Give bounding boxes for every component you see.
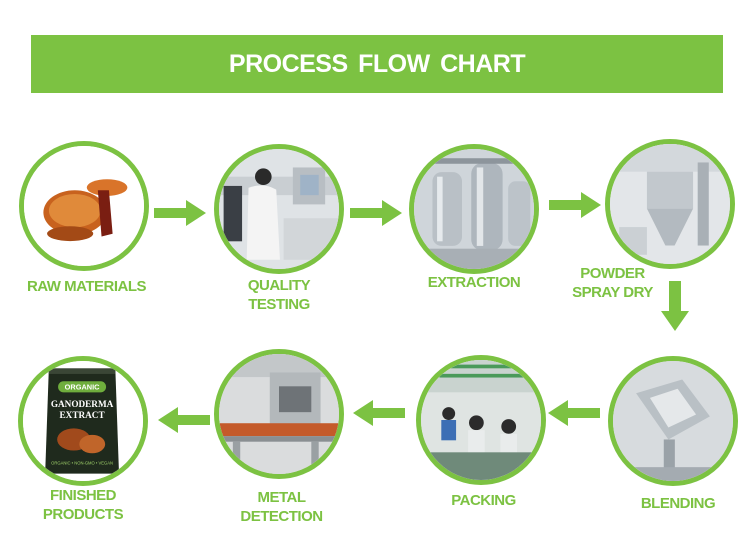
arrow-left-icon [548,400,600,426]
arrow-left-icon [158,407,210,433]
pouch-badge: ORGANIC [65,383,101,392]
metal-detection-photo [214,349,344,479]
step-label-metal-detection: METAL DETECTION [240,489,323,525]
metal-detector-icon [219,354,339,474]
spray-dryer-icon [610,144,730,264]
raw-materials-photo [19,141,149,271]
packing-workers-icon [421,360,541,480]
title-banner: PROCESS FLOW CHART [31,35,723,93]
finished-products-photo: ORGANIC GANODERMA EXTRACT ORGANIC • NON-… [18,356,148,486]
step-label-raw-materials: RAW MATERIALS [26,278,147,295]
step-label-blending: BLENDING [640,495,716,512]
arrow-right-icon [350,200,402,226]
step-label-packing: PACKING [451,492,516,509]
extraction-tanks-icon [414,149,534,269]
product-pouch-icon: ORGANIC GANODERMA EXTRACT ORGANIC • NON-… [23,361,143,481]
arrow-left-icon [353,400,405,426]
lab-testing-icon [219,149,339,269]
pouch-footer: ORGANIC • NON-GMO • VEGAN [51,460,113,465]
arrow-down-icon [661,281,689,331]
arrow-right-icon [549,192,601,218]
chart-title: PROCESS FLOW CHART [228,49,526,78]
pouch-name-line1: GANODERMA [51,399,114,409]
packing-photo [416,355,546,485]
pouch-name-line2: EXTRACT [60,410,106,420]
blender-machine-icon [613,361,733,481]
ganoderma-mushroom-icon [24,146,144,266]
blending-photo [608,356,738,486]
arrow-right-icon [154,200,206,226]
spray-dry-photo [605,139,735,269]
step-label-powder-spray-dry: POWDER SPRAY DRY [572,265,653,301]
step-label-extraction: EXTRACTION [427,274,521,291]
step-label-finished-products: FINISHED PRODUCTS [42,487,124,523]
extraction-photo [409,144,539,274]
step-label-quality-testing: QUALITY TESTING [247,277,311,313]
quality-testing-photo [214,144,344,274]
